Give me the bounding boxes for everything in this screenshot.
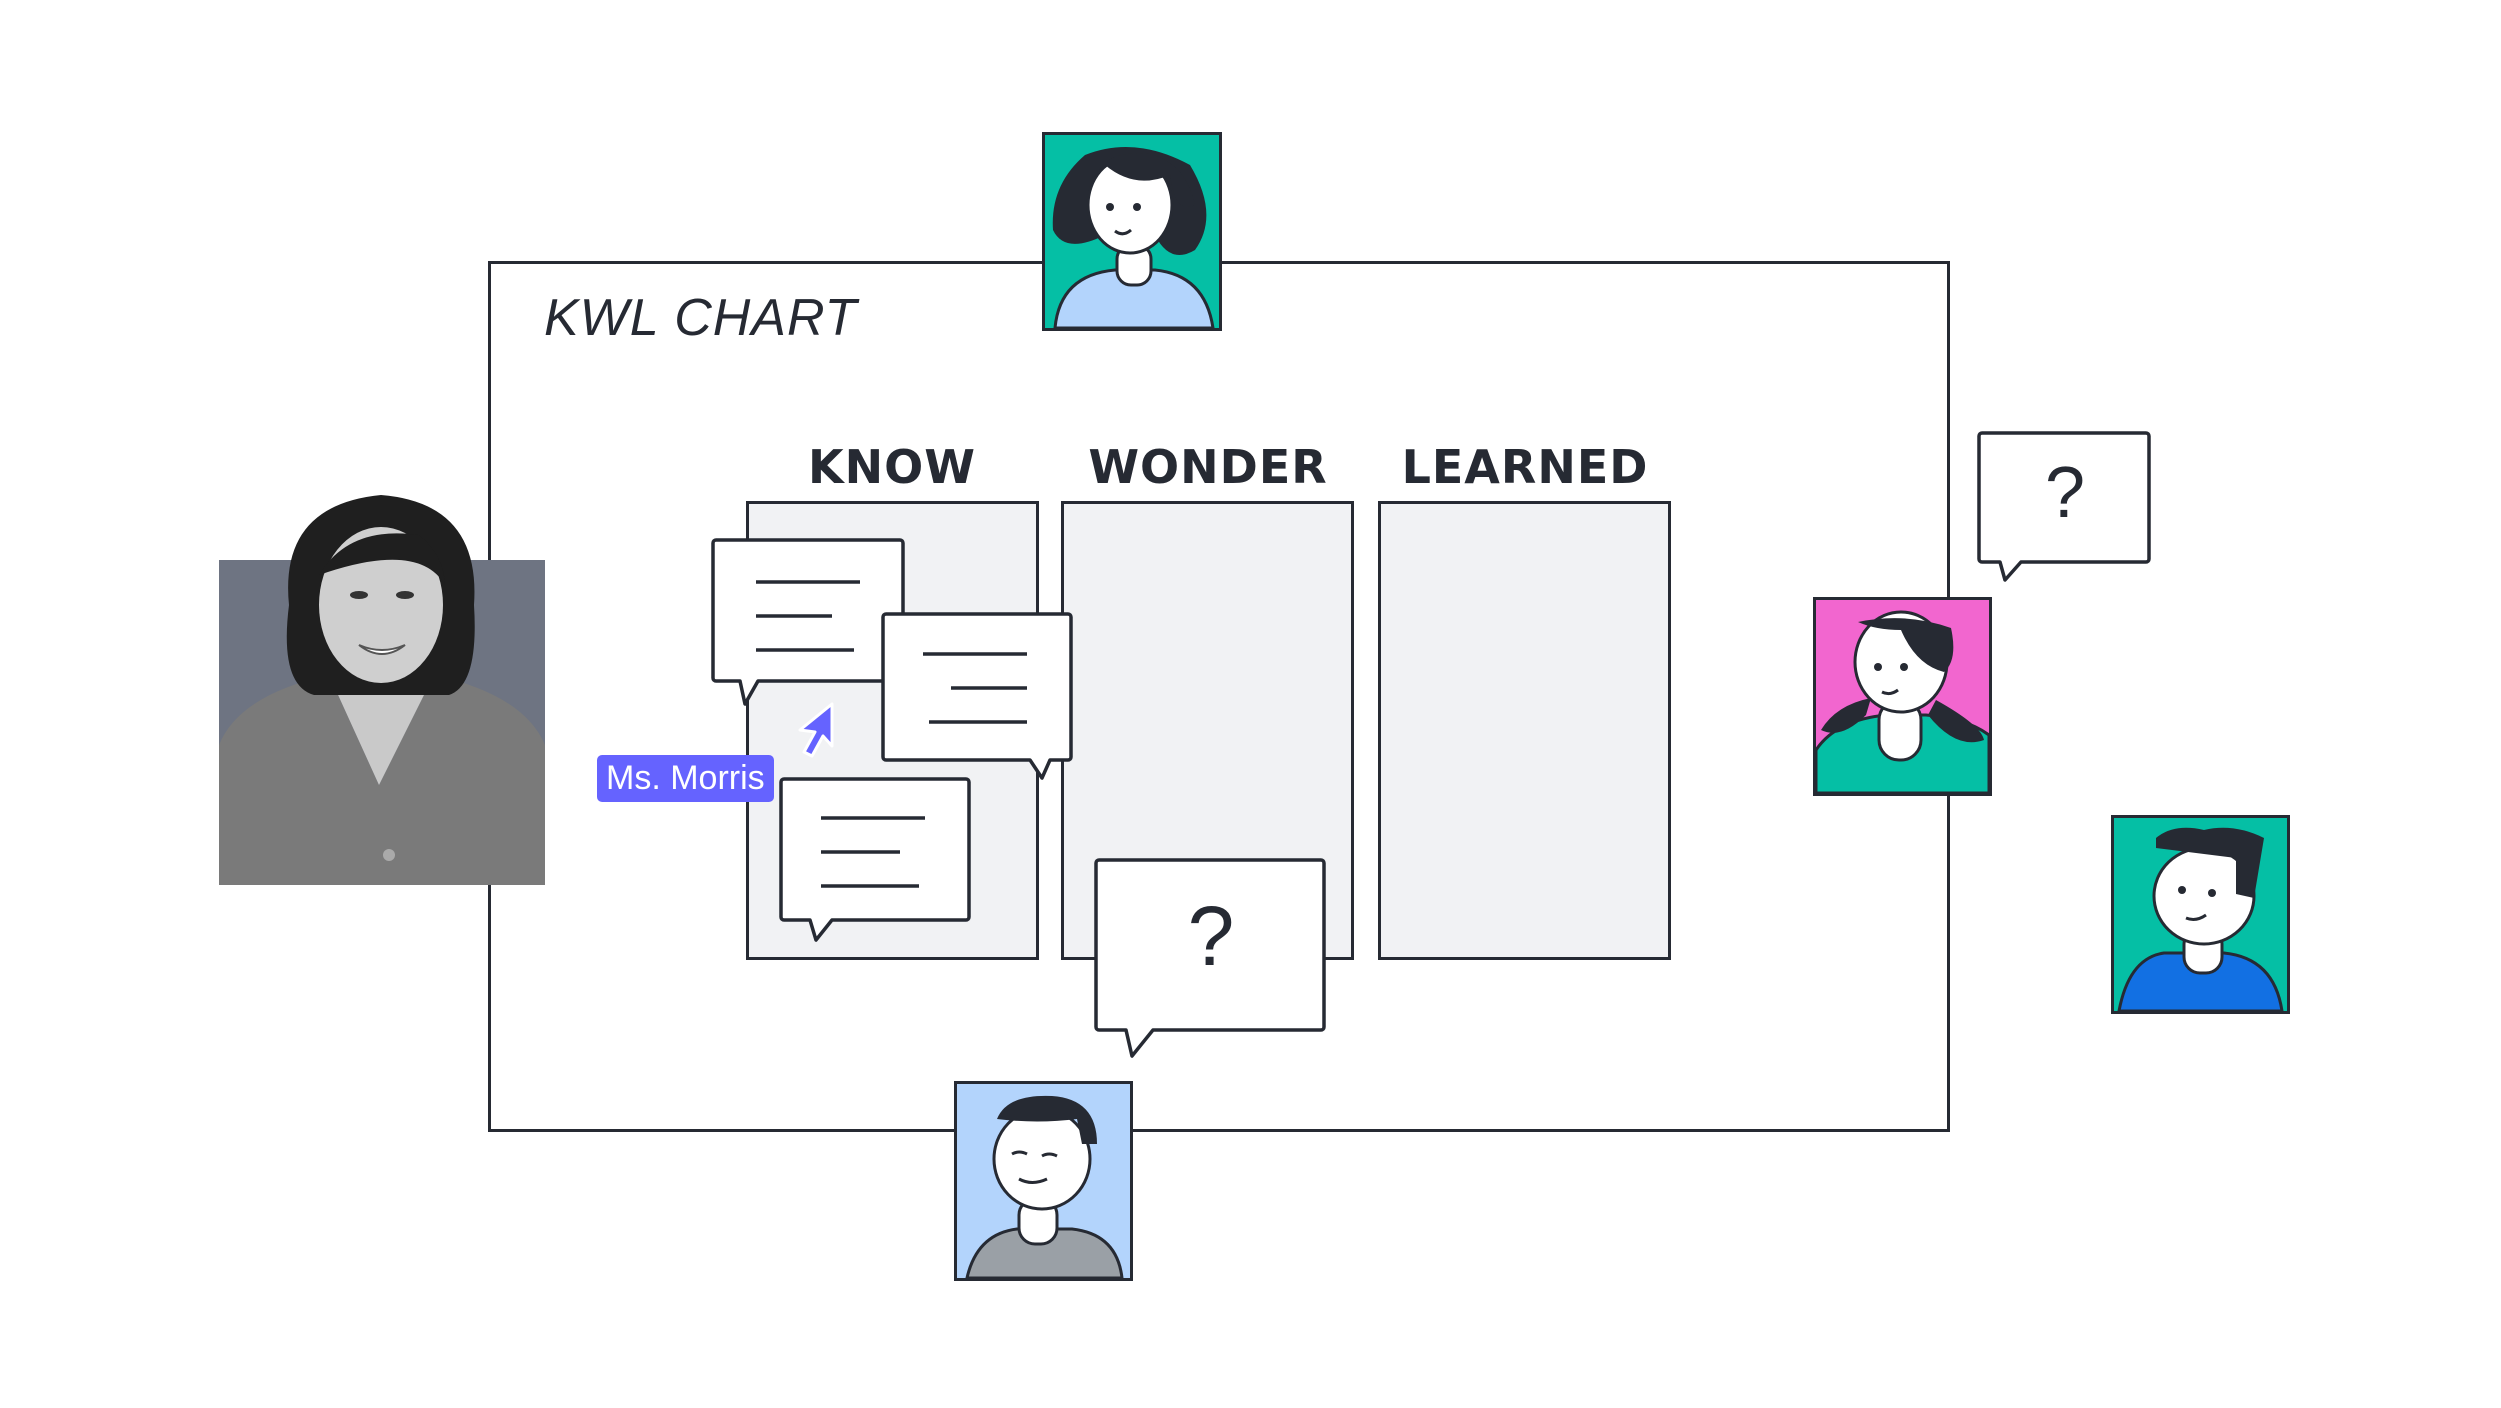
speech-bubble-icon: [1094, 858, 1326, 1058]
student-boy-icon: [2117, 827, 2284, 1011]
question-bubble-wonder[interactable]: ?: [1093, 856, 1329, 1061]
student-avatar-top[interactable]: [1042, 132, 1222, 331]
student-avatar-pink[interactable]: [1813, 597, 1992, 796]
student-avatar-boy-right[interactable]: [2111, 815, 2290, 1014]
question-mark: ?: [2044, 453, 2086, 533]
student-girl-pigtails-icon: [1816, 610, 1989, 793]
student-avatar-bottom[interactable]: [954, 1081, 1133, 1281]
note-card-2[interactable]: [880, 610, 1075, 785]
question-bubble-right[interactable]: ?: [1976, 429, 2154, 584]
question-mark: ?: [1187, 889, 1235, 983]
speech-bubble-icon: [1977, 431, 2151, 582]
note-card-3[interactable]: [778, 775, 976, 945]
cursor-arrow-icon: [798, 702, 834, 758]
teacher-photo: [219, 495, 545, 885]
student-boy-icon: [965, 1095, 1124, 1278]
column-learned[interactable]: [1378, 501, 1671, 960]
cursor-user-label: Ms. Morris: [597, 755, 774, 802]
board-title: KWL CHART: [544, 289, 858, 347]
column-header-learned: LEARNED: [1401, 440, 1649, 494]
column-header-know: KNOW: [808, 440, 976, 494]
note-card-1[interactable]: [710, 536, 910, 711]
column-header-wonder: WONDER: [1088, 440, 1328, 494]
student-girl-icon: [1052, 147, 1215, 328]
